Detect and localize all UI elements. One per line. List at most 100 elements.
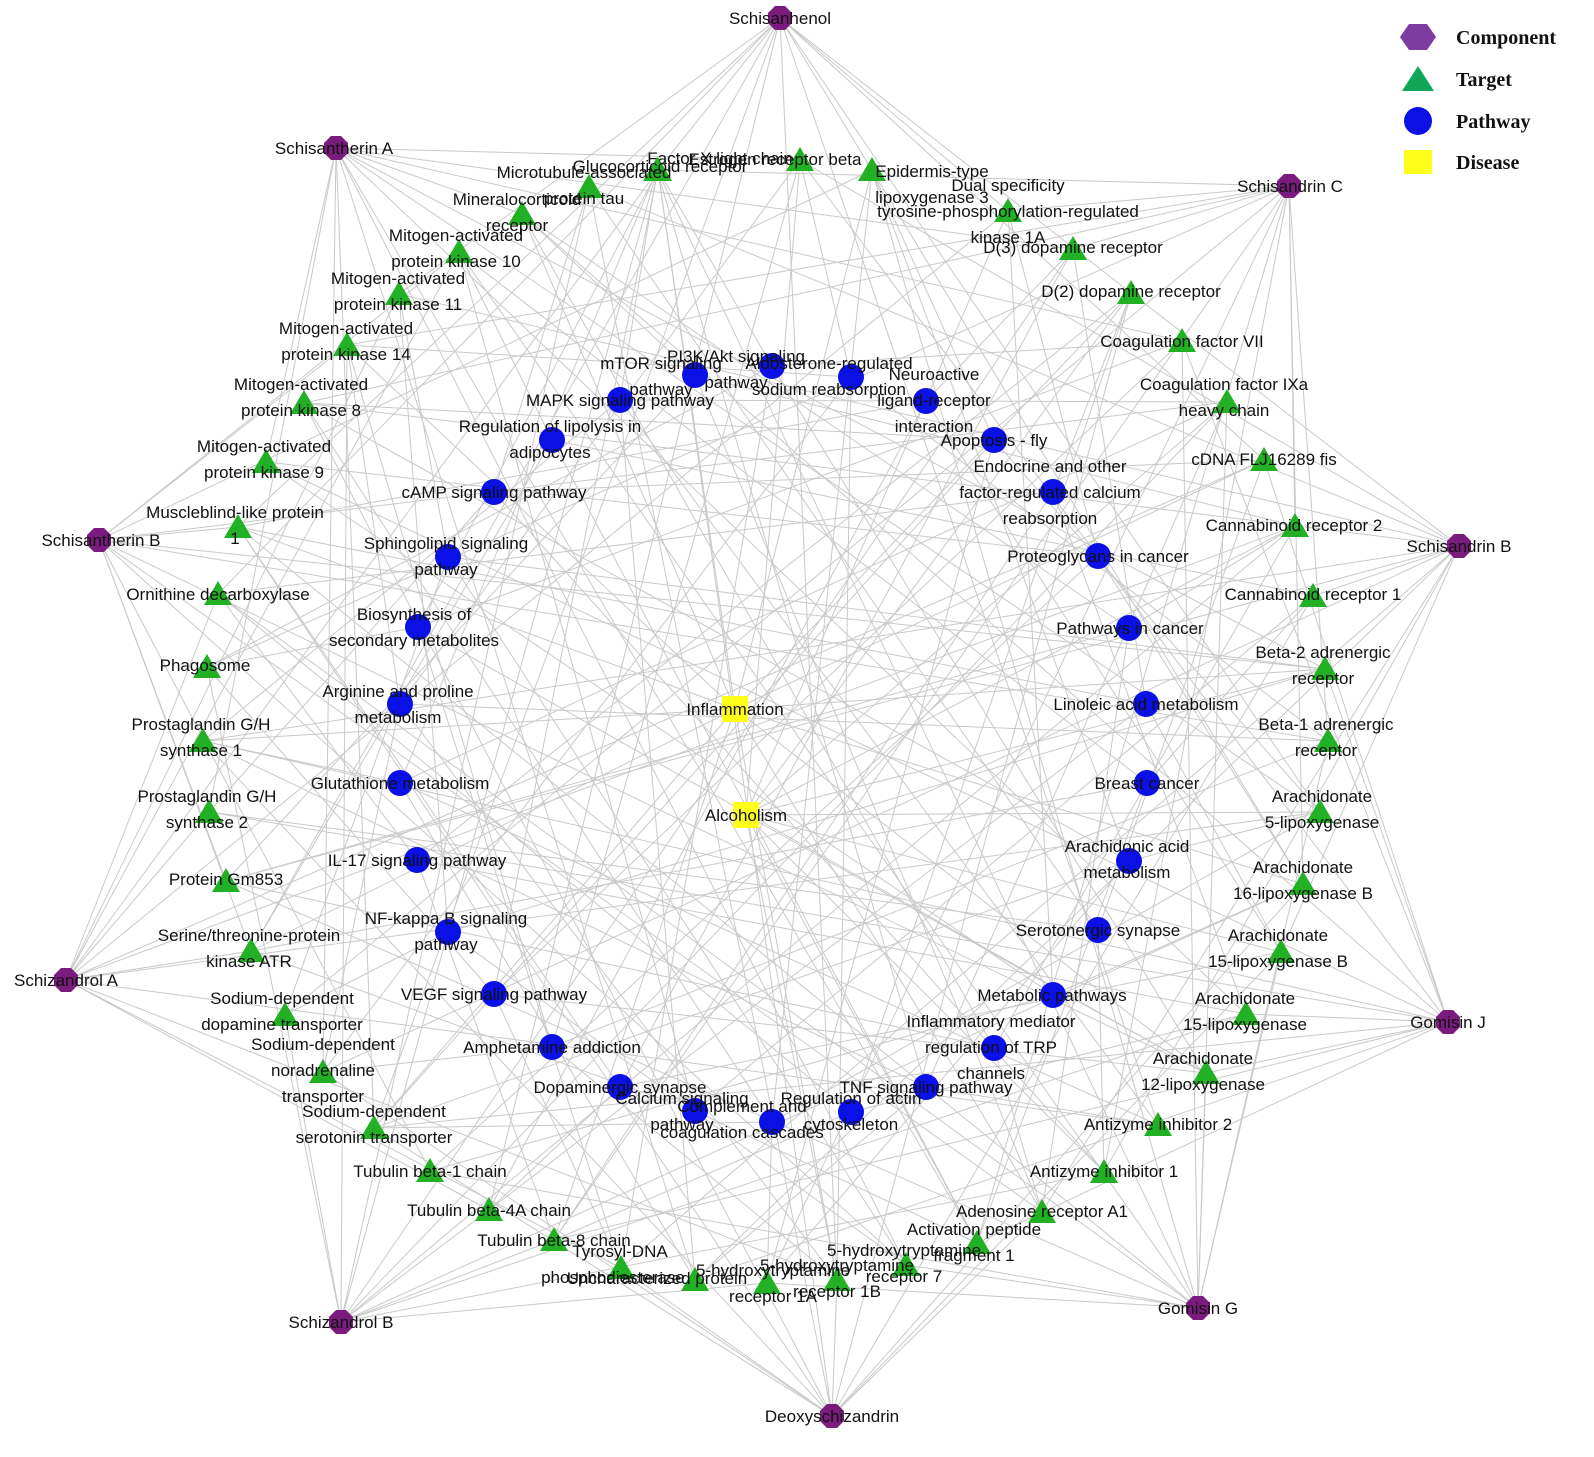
component-node-schisantherin-b[interactable]: Schisantherin B	[41, 528, 161, 552]
target-node-gm853[interactable]: Protein Gm853	[169, 868, 283, 892]
pathway-node-serotonergic[interactable]: Serotonergic synapse	[1016, 917, 1180, 943]
target-node-d2[interactable]: D(2) dopamine receptor	[1041, 280, 1221, 304]
target-node-coag-vii[interactable]: Coagulation factor VII	[1100, 328, 1264, 352]
component-node-deoxyschizandrin[interactable]: Deoxyschizandrin	[765, 1404, 899, 1428]
disease-node-inflammation[interactable]: Inflammation	[686, 696, 784, 722]
edge	[65, 251, 460, 981]
target-node-phagosome[interactable]: Phagosome	[160, 654, 251, 678]
component-node-schisantherin-a[interactable]: Schisantherin A	[275, 136, 394, 160]
pathway-node-glutathione[interactable]: Glutathione metabolism	[311, 770, 490, 796]
component-node-schisanhenol[interactable]: Schisanhenol	[729, 6, 831, 30]
pathway-node-vegf[interactable]: VEGF signaling pathway	[401, 981, 588, 1007]
target-node-glucocorticoid-receptor[interactable]: Glucocorticoid receptor	[573, 157, 748, 181]
pathway-node-breast-cancer[interactable]: Breast cancer	[1095, 770, 1200, 796]
target-node-cb1[interactable]: Cannabinoid receptor 1	[1225, 583, 1402, 607]
pathway-node-dopaminergic[interactable]: Dopaminergic synapse	[534, 1074, 707, 1100]
pathway-node-il17[interactable]: IL-17 signaling pathway	[328, 847, 507, 873]
pathway-node-amphetamine[interactable]: Amphetamine addiction	[463, 1034, 641, 1060]
pathway-node-linoleic[interactable]: Linoleic acid metabolism	[1053, 691, 1239, 717]
pathway-node-mapk[interactable]: MAPK signaling pathway	[526, 387, 715, 413]
pathway-label: TNF signaling pathway	[840, 1078, 1013, 1097]
target-node-tubb1[interactable]: Tubulin beta-1 chain	[353, 1158, 507, 1182]
component-node-schizandrol-b[interactable]: Schizandrol B	[289, 1310, 394, 1334]
target-node-tubb4a[interactable]: Tubulin beta-4A chain	[407, 1197, 571, 1221]
component-node-gomisin-j[interactable]: Gomisin J	[1410, 1010, 1486, 1034]
target-node-cdna[interactable]: cDNA FLJ16289 fis	[1191, 447, 1337, 471]
edge	[458, 251, 696, 1112]
pathway-marker	[981, 1035, 1007, 1061]
pathway-node-pathways-cancer[interactable]: Pathways in cancer	[1056, 615, 1204, 641]
edge	[335, 147, 523, 215]
pathway-label: MAPK signaling pathway	[526, 391, 715, 410]
pathway-marker	[387, 770, 413, 796]
target-label: protein kinase 10	[391, 252, 520, 271]
target-node-uncharacterized[interactable]: Uncharacterized protein	[567, 1267, 747, 1291]
target-node-azin1[interactable]: Antizyme inhibitor 1	[1030, 1159, 1178, 1183]
disease-marker	[733, 802, 759, 828]
pathway-node-apoptosis-fly[interactable]: Apoptosis - fly	[941, 427, 1048, 453]
target-node-azin2[interactable]: Antizyme inhibitor 2	[1084, 1112, 1232, 1136]
pathway-node-metabolic[interactable]: Metabolic pathways	[977, 982, 1127, 1008]
target-label: Mineralocorticoid	[453, 190, 582, 209]
component-node-schisandrin-c[interactable]: Schisandrin C	[1237, 174, 1343, 198]
target-node-tubb8[interactable]: Tubulin beta-8 chain	[477, 1227, 631, 1251]
target-node-d3[interactable]: D(3) dopamine receptor	[983, 236, 1163, 260]
target-node-cb2[interactable]: Cannabinoid receptor 2	[1206, 513, 1383, 537]
target-label: Tubulin beta-8 chain	[477, 1231, 630, 1250]
component-node-gomisin-g[interactable]: Gomisin G	[1158, 1296, 1238, 1320]
pathway-node-camp[interactable]: cAMP signaling pathway	[402, 479, 587, 505]
disease-node-alcoholism[interactable]: Alcoholism	[705, 802, 787, 828]
pathway-node-tnf[interactable]: TNF signaling pathway	[840, 1074, 1013, 1100]
target-node-ornithine[interactable]: Ornithine decarboxylase	[126, 581, 310, 605]
component-node-schizandrol-a[interactable]: Schizandrol A	[14, 968, 119, 992]
pathway-node-proteoglycans[interactable]: Proteoglycans in cancer	[1007, 543, 1189, 569]
target-node-adora1[interactable]: Adenosine receptor A1	[956, 1199, 1128, 1223]
component-node-schisandrin-b[interactable]: Schisandrin B	[1407, 534, 1512, 558]
target-node-dyrk1a[interactable]: Dual specificitytyrosine-phosphorylation…	[877, 176, 1139, 247]
target-node-estrogen-receptor-beta[interactable]: Estrogen receptor beta	[689, 147, 862, 171]
